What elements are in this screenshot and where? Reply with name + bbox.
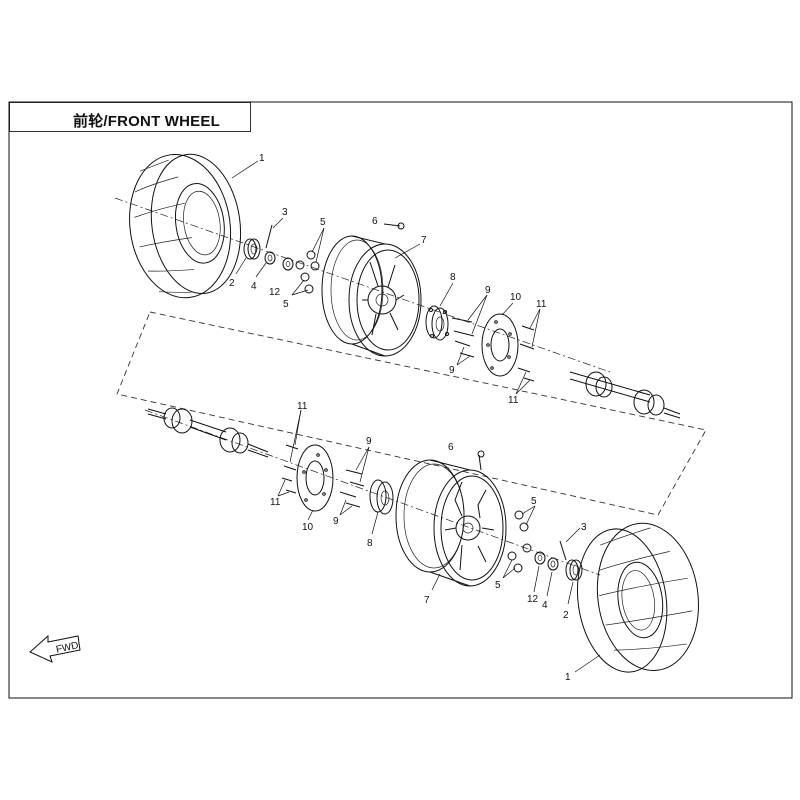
callout-lower-seal: 2 bbox=[563, 610, 569, 621]
upper-pin bbox=[265, 224, 273, 249]
upper-drive-shaft bbox=[569, 371, 681, 419]
fwd-arrow-icon: FWD bbox=[29, 634, 81, 663]
callout-upper-disc: 10 bbox=[510, 292, 522, 303]
callout-upper-nut-a: 5 bbox=[320, 217, 326, 228]
callout-upper-pin: 3 bbox=[282, 207, 288, 218]
lower-brake-disc bbox=[296, 444, 334, 512]
callout-upper-rim: 7 bbox=[421, 235, 427, 246]
lower-washer bbox=[534, 551, 546, 565]
lower-lug-nuts bbox=[507, 510, 532, 573]
callout-upper-nut-b: 5 bbox=[283, 299, 289, 310]
upper-valve bbox=[383, 222, 405, 230]
upper-rim bbox=[321, 235, 422, 357]
lower-hub bbox=[369, 479, 394, 515]
callout-lower-valve: 6 bbox=[448, 442, 454, 453]
title-box: 前轮/FRONT WHEEL bbox=[9, 102, 251, 132]
callout-upper-washer: 12 bbox=[269, 287, 281, 298]
callout-lower-nut: 4 bbox=[542, 600, 548, 611]
callout-upper-screw-a: 11 bbox=[536, 299, 547, 310]
callout-lower-screw-b: 11 bbox=[270, 497, 281, 508]
lower-rim bbox=[395, 459, 507, 587]
callout-lower-bolt-b: 9 bbox=[333, 516, 339, 527]
upper-hub bbox=[425, 305, 449, 341]
upper-seal bbox=[243, 238, 261, 260]
callout-upper-nut: 4 bbox=[251, 281, 257, 292]
lower-pin bbox=[559, 540, 567, 561]
drawing-frame bbox=[8, 101, 793, 699]
callout-upper-bolt-b: 9 bbox=[449, 365, 455, 376]
callout-lower-disc: 10 bbox=[302, 522, 314, 533]
upper-lug-nuts bbox=[295, 250, 320, 294]
dashed-link-box bbox=[116, 311, 707, 516]
upper-tire bbox=[129, 153, 242, 299]
lower-drive-shaft bbox=[147, 407, 269, 458]
callout-lower-nut-a: 5 bbox=[531, 496, 537, 507]
callout-upper-valve: 6 bbox=[372, 216, 378, 227]
upper-nut bbox=[264, 251, 276, 265]
lower-tire bbox=[576, 522, 699, 673]
lower-screws bbox=[281, 444, 299, 494]
callout-upper-bolt-a: 9 bbox=[485, 285, 491, 296]
callout-lower-hub: 8 bbox=[367, 538, 373, 549]
callout-upper-tire: 1 bbox=[259, 153, 265, 164]
callout-lower-washer: 12 bbox=[527, 594, 539, 605]
callout-upper-seal: 2 bbox=[229, 278, 235, 289]
lower-axis-line bbox=[144, 409, 601, 576]
upper-brake-disc bbox=[481, 313, 519, 377]
callout-lower-tire: 1 bbox=[565, 672, 571, 683]
upper-bolts bbox=[451, 317, 475, 358]
callout-lower-nut-b: 5 bbox=[495, 580, 501, 591]
fwd-label: FWD bbox=[55, 640, 80, 655]
callout-lower-rim: 7 bbox=[424, 595, 430, 606]
callout-lower-bolt-a: 9 bbox=[366, 436, 372, 447]
diagram-title: 前轮/FRONT WHEEL bbox=[73, 113, 220, 130]
callout-upper-screw-b: 11 bbox=[508, 395, 519, 406]
callout-lower-screw-a: 11 bbox=[297, 401, 308, 412]
upper-screws bbox=[517, 325, 535, 382]
lower-nut bbox=[547, 557, 559, 571]
upper-axis-line bbox=[114, 197, 611, 373]
lower-valve bbox=[477, 450, 485, 471]
lower-bolts bbox=[339, 469, 365, 508]
callout-lower-pin: 3 bbox=[581, 522, 587, 533]
upper-washer bbox=[282, 257, 294, 271]
callout-upper-hub: 8 bbox=[450, 272, 456, 283]
